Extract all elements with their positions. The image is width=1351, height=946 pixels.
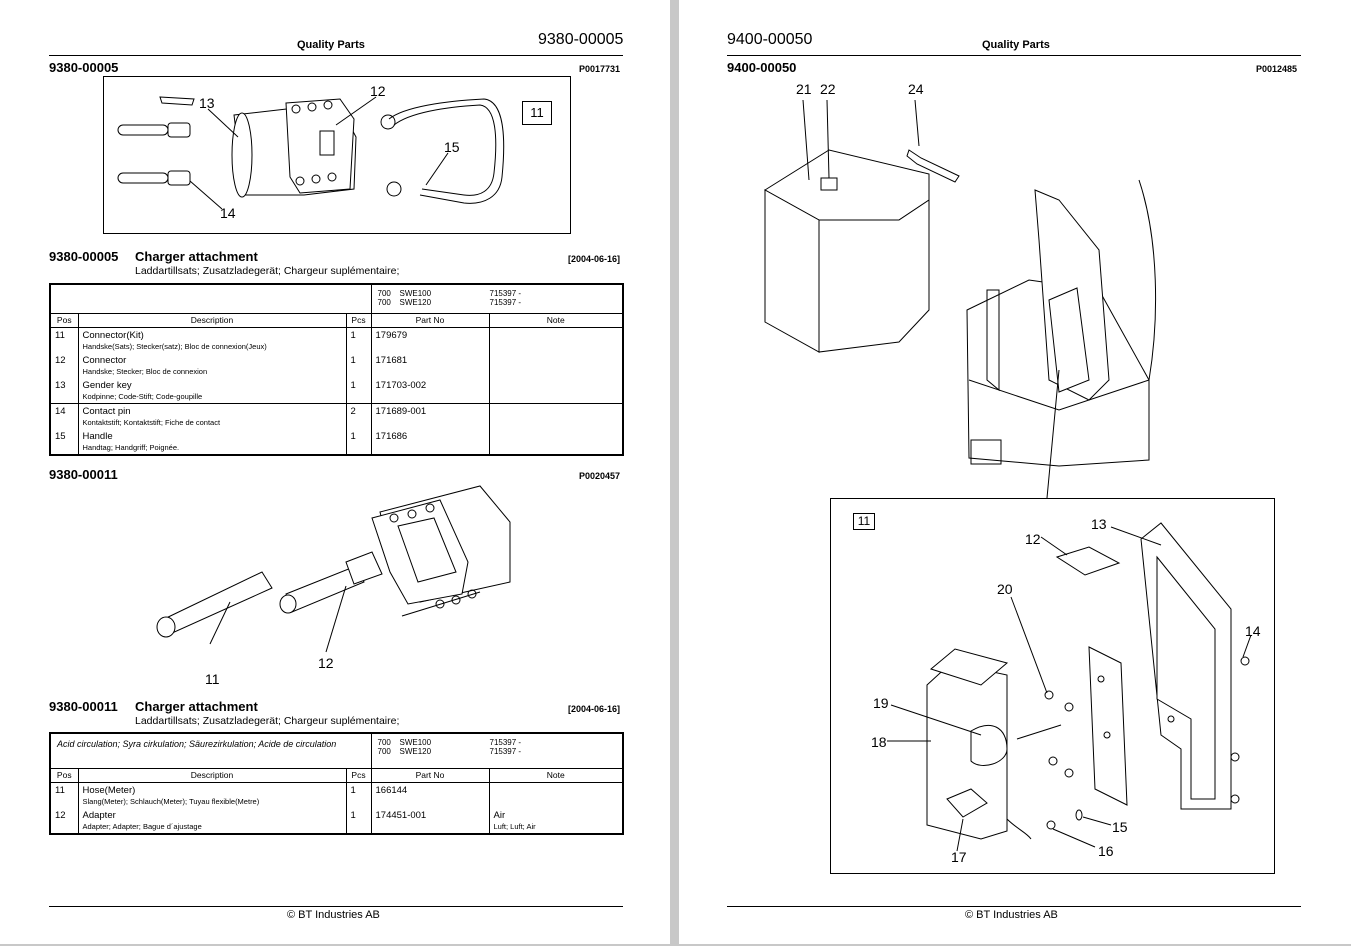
- section-id: 9380-00011: [49, 467, 118, 482]
- section-title-id: 9380-00011: [49, 699, 118, 714]
- callout-16: 16: [1098, 843, 1114, 859]
- section-date: [2004-06-16]: [568, 704, 621, 714]
- callout-21: 21: [796, 81, 812, 97]
- figure-ref: P0017731: [579, 64, 621, 74]
- callout-20: 20: [997, 581, 1013, 597]
- table-row: 11 Hose(Meter)Slang(Meter); Schlauch(Met…: [50, 782, 623, 808]
- left-page: Quality Parts 9380-00005 9380-00005 P001…: [0, 0, 670, 944]
- detail-figure: 11 13 12 20 14 19 18 15 16 17: [830, 498, 1275, 874]
- section-subtitle: Laddartillsats; Zusatzladegerät; Chargeu…: [135, 715, 400, 727]
- callout-14: 14: [1245, 623, 1261, 639]
- hose-adapter-drawing: [156, 485, 511, 653]
- callout-18: 18: [871, 734, 887, 750]
- callout-15: 15: [444, 139, 460, 155]
- callout-19: 19: [873, 695, 889, 711]
- callout-12: 12: [1025, 531, 1041, 547]
- section-id: 9400-00050: [727, 60, 797, 75]
- header-rule: [727, 55, 1301, 56]
- table-model-row: Acid circulation; Syra cirkulation; Säur…: [50, 733, 623, 769]
- connector-kit-drawing: [117, 96, 505, 210]
- callout-14: 14: [220, 205, 236, 221]
- figure-9380-00005: 13 12 15 14 11: [103, 76, 571, 234]
- callout-13: 13: [199, 95, 215, 111]
- footer-copyright: © BT Industries AB: [965, 909, 1058, 921]
- header-number: 9400-00050: [727, 31, 813, 48]
- item-11-box: 11: [853, 513, 875, 530]
- note-header: Acid circulation; Syra cirkulation; Säur…: [57, 739, 337, 749]
- header-title: Quality Parts: [982, 39, 1050, 51]
- header-number: 9380-00005: [538, 31, 624, 48]
- callout-22: 22: [820, 81, 836, 97]
- figure-ref: P0020457: [579, 471, 621, 481]
- footer-copyright: © BT Industries AB: [287, 909, 380, 921]
- right-page: 9400-00050 Quality Parts 9400-00050 P001…: [679, 0, 1351, 944]
- figure-ref: P0012485: [1256, 64, 1298, 74]
- callout-15: 15: [1112, 819, 1128, 835]
- footer-rule: [727, 906, 1301, 907]
- header-rule: [49, 55, 623, 56]
- section-title-id: 9380-00005: [49, 249, 119, 264]
- section-id: 9380-00005: [49, 60, 119, 75]
- section-date: [2004-06-16]: [568, 254, 621, 264]
- callout-12: 12: [318, 655, 334, 671]
- section-subtitle: Laddartillsats; Zusatzladegerät; Chargeu…: [135, 265, 400, 277]
- charger-detail-drawing: [887, 522, 1252, 852]
- callout-13: 13: [1091, 516, 1107, 532]
- callout-11: 11: [205, 671, 220, 687]
- section-title: Charger attachment: [135, 699, 258, 714]
- truck-overview-drawing: [764, 99, 1157, 499]
- item-11-box: 11: [522, 101, 552, 125]
- callout-17: 17: [951, 849, 967, 865]
- callout-24: 24: [908, 81, 924, 97]
- callout-12: 12: [370, 83, 386, 99]
- header-title: Quality Parts: [297, 39, 365, 51]
- table-row: 11 Connector(Kit)Handske(Sats); Stecker(…: [50, 327, 623, 353]
- parts-table-9380-00011: Acid circulation; Syra cirkulation; Säur…: [49, 732, 624, 835]
- section-title: Charger attachment: [135, 249, 258, 264]
- footer-rule: [49, 906, 623, 907]
